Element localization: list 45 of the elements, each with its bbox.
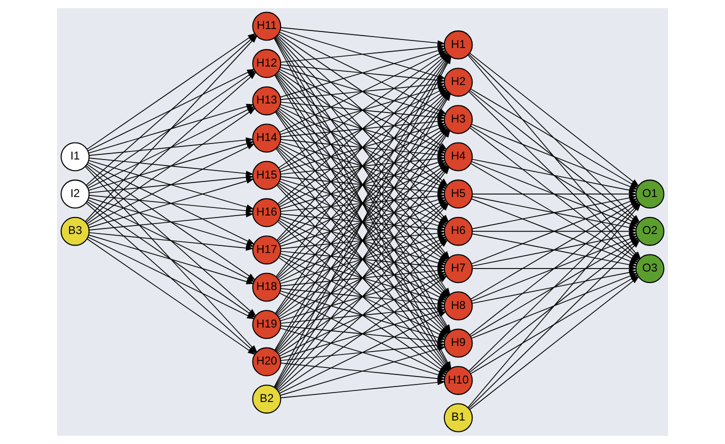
node-circle: H7 xyxy=(444,254,473,284)
node-circle: I2 xyxy=(60,180,90,209)
node-circle: B2 xyxy=(252,384,282,414)
node-circle: H5 xyxy=(444,180,473,209)
arrow xyxy=(88,158,254,176)
node-circle: O2 xyxy=(635,216,664,246)
arrow xyxy=(280,176,446,195)
arrow xyxy=(472,266,637,272)
arrow xyxy=(88,194,254,214)
node-circle: H15 xyxy=(252,160,282,190)
node-circle: H9 xyxy=(444,328,473,358)
arrow xyxy=(469,276,640,410)
node-circle: B1 xyxy=(444,403,473,432)
node-circle: H3 xyxy=(444,104,473,134)
node-circle: I1 xyxy=(60,142,90,172)
node-circle: H6 xyxy=(444,216,473,246)
node-circle: H12 xyxy=(252,49,282,78)
arrow xyxy=(88,174,254,194)
arrow xyxy=(88,143,255,226)
node-circle: B3 xyxy=(60,216,90,246)
arrow xyxy=(88,178,254,228)
arrow xyxy=(88,160,254,210)
arrow xyxy=(280,27,446,46)
node-circle: H1 xyxy=(444,30,473,60)
arrow xyxy=(472,191,637,197)
node-circle: H2 xyxy=(444,68,473,97)
node-circle: H13 xyxy=(252,86,282,116)
arrow xyxy=(280,250,446,270)
arrow xyxy=(280,214,446,232)
node-circle: H20 xyxy=(252,347,282,376)
node-circle: H18 xyxy=(252,272,282,302)
node-circle: H11 xyxy=(252,12,282,41)
arrow xyxy=(280,325,446,344)
node-circle: H10 xyxy=(444,366,473,395)
node-circle: H14 xyxy=(252,124,282,153)
node-circle: O3 xyxy=(635,254,664,284)
node-circle: H4 xyxy=(444,142,473,172)
arrow xyxy=(88,212,254,230)
arrow xyxy=(472,228,637,234)
arrow xyxy=(280,380,446,398)
node-circle: O1 xyxy=(635,180,664,209)
node-circle: H19 xyxy=(252,310,282,340)
node-circle: H17 xyxy=(252,235,282,264)
node-circle: H8 xyxy=(444,291,473,320)
node-circle: H16 xyxy=(252,198,282,228)
